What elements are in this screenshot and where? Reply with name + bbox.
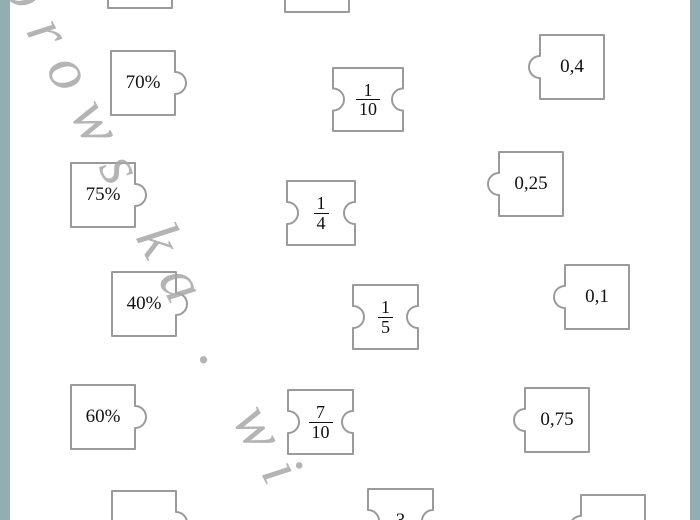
puzzle-piece-outline bbox=[70, 384, 147, 450]
page-edge-bar-right bbox=[690, 0, 700, 520]
puzzle-piece[interactable]: 3 bbox=[367, 488, 434, 520]
puzzle-piece-outline bbox=[70, 162, 147, 228]
puzzle-piece-outline bbox=[367, 488, 434, 520]
puzzle-piece[interactable]: 0,1 bbox=[553, 264, 630, 330]
puzzle-piece[interactable] bbox=[571, 494, 646, 520]
puzzle-piece-outline bbox=[528, 34, 605, 100]
puzzle-piece[interactable] bbox=[107, 0, 173, 9]
puzzle-piece[interactable]: 60% bbox=[70, 384, 147, 450]
puzzle-piece-outline bbox=[332, 67, 404, 132]
puzzle-piece-outline bbox=[286, 180, 356, 246]
puzzle-piece[interactable]: 75% bbox=[70, 162, 147, 228]
puzzle-piece[interactable] bbox=[111, 490, 188, 520]
puzzle-piece-outline bbox=[111, 271, 188, 337]
puzzle-piece[interactable]: 0,4 bbox=[528, 34, 605, 100]
puzzle-piece[interactable]: 5 bbox=[284, 0, 350, 13]
puzzle-piece-outline bbox=[352, 284, 419, 350]
puzzle-piece[interactable]: 0,75 bbox=[513, 387, 590, 453]
puzzle-piece-outline bbox=[111, 490, 188, 520]
puzzle-piece-outline bbox=[513, 387, 590, 453]
page-edge-bar-left bbox=[0, 0, 10, 520]
puzzle-piece[interactable]: 0,25 bbox=[487, 151, 564, 217]
puzzle-piece-outline bbox=[287, 389, 354, 455]
puzzle-piece[interactable]: 40% bbox=[111, 271, 188, 337]
puzzle-piece-outline bbox=[110, 50, 187, 116]
puzzle-piece-outline bbox=[571, 494, 646, 520]
puzzle-piece-outline bbox=[553, 264, 630, 330]
puzzle-piece-outline bbox=[284, 0, 350, 13]
puzzle-piece-outline bbox=[487, 151, 564, 217]
puzzle-piece[interactable]: 70% bbox=[110, 50, 187, 116]
puzzle-piece-outline bbox=[107, 0, 173, 9]
